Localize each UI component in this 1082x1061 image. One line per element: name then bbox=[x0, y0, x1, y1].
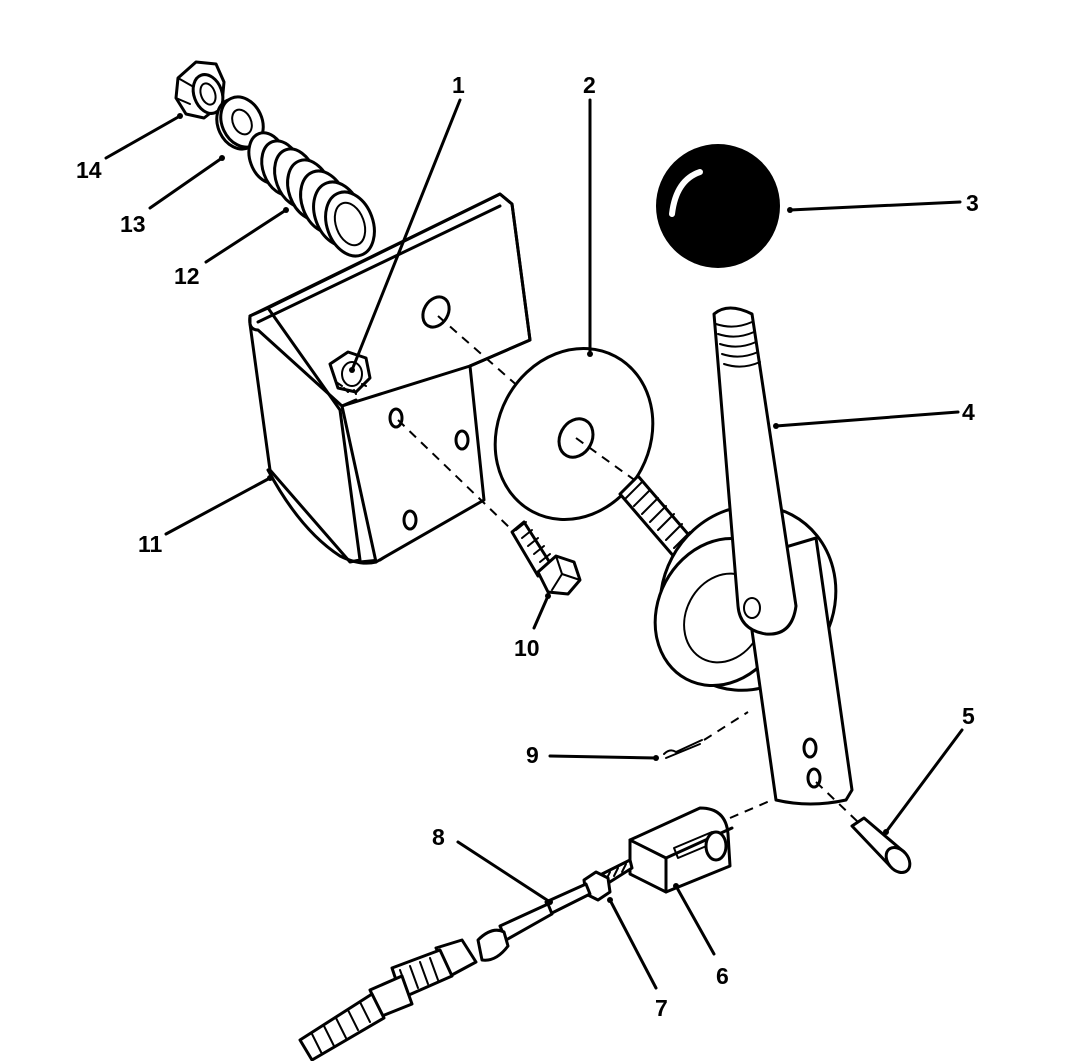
callout-1: 1 bbox=[452, 72, 465, 98]
callout-9: 9 bbox=[526, 742, 539, 768]
bolt-part bbox=[510, 520, 582, 596]
callout-8: 8 bbox=[432, 824, 445, 850]
callout-10: 10 bbox=[514, 635, 540, 661]
clevis-part bbox=[628, 806, 734, 894]
callout-12: 12 bbox=[174, 263, 200, 289]
spring-part bbox=[247, 131, 376, 258]
leader-lines bbox=[104, 98, 964, 990]
shift-lever-part bbox=[653, 306, 854, 806]
callout-labels: 1 2 3 4 5 6 7 8 9 10 11 12 13 14 bbox=[76, 72, 979, 1021]
shift-cable-part bbox=[298, 882, 592, 1061]
bracket-part bbox=[248, 192, 532, 565]
callout-11: 11 bbox=[138, 531, 163, 557]
assembly-lines bbox=[397, 315, 859, 823]
callout-4: 4 bbox=[962, 399, 975, 425]
callout-2: 2 bbox=[583, 72, 596, 98]
shift-knob-part bbox=[656, 144, 780, 268]
callout-5: 5 bbox=[962, 703, 975, 729]
callout-14: 14 bbox=[76, 157, 102, 183]
callout-3: 3 bbox=[966, 190, 979, 216]
callout-13: 13 bbox=[120, 211, 146, 237]
washer-part bbox=[215, 95, 265, 151]
callout-6: 6 bbox=[716, 963, 729, 989]
flat-washer-part bbox=[493, 347, 655, 521]
callout-7: 7 bbox=[655, 995, 668, 1021]
clevis-pin-part bbox=[850, 816, 912, 875]
cotter-pin-part bbox=[663, 739, 703, 759]
